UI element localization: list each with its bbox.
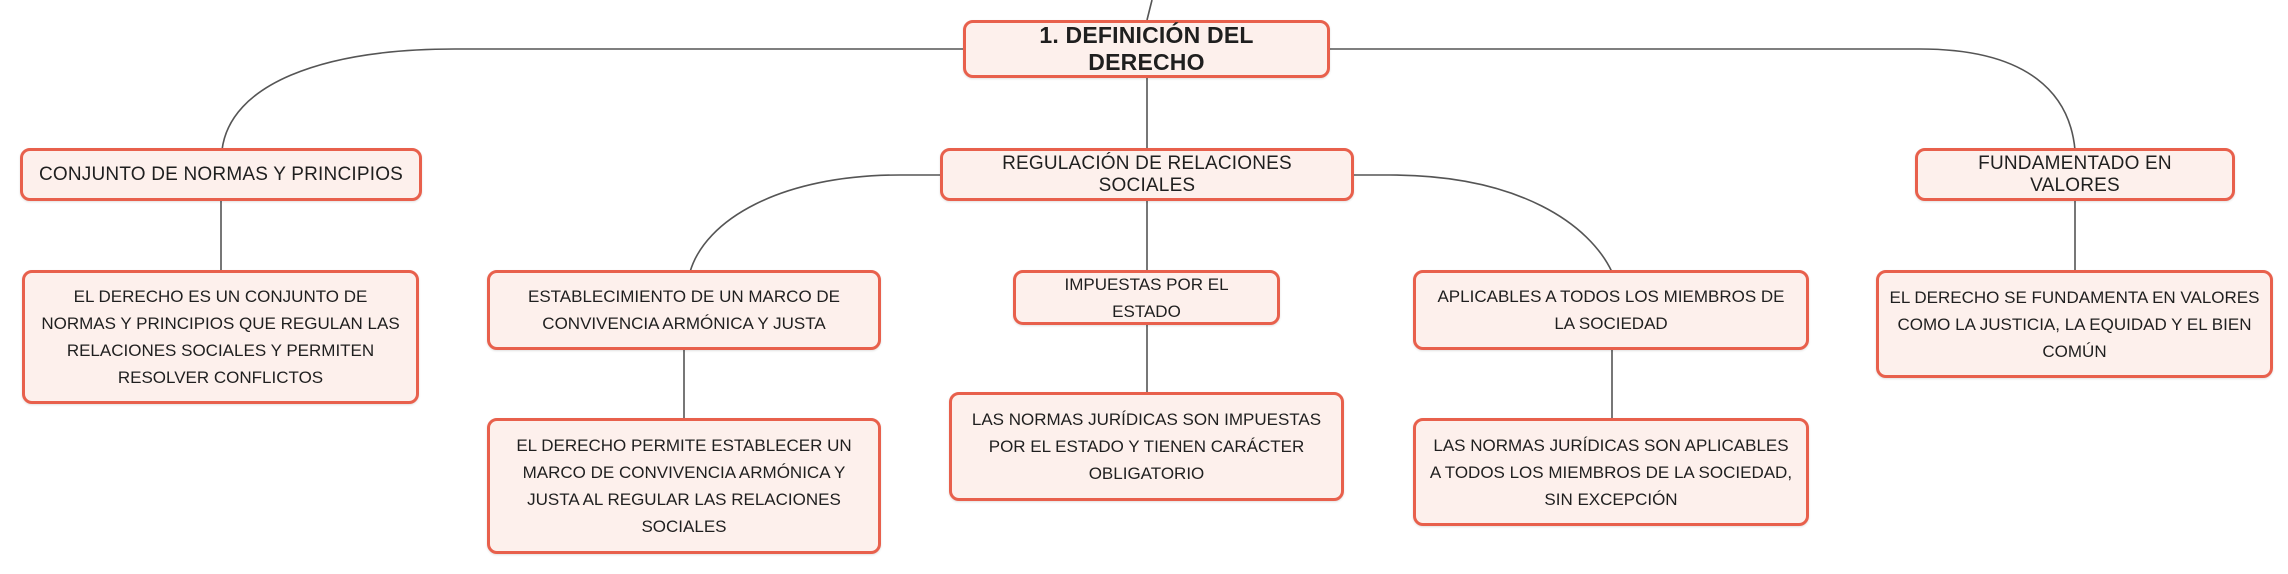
connector-incoming	[1146, 0, 1153, 21]
detail-text: EL DERECHO PERMITE ESTABLECER UN MARCO D…	[516, 436, 852, 536]
sub-label: APLICABLES A TODOS LOS MIEMBROS DE LA SO…	[1437, 287, 1785, 333]
branch-conjunto-node[interactable]: CONJUNTO DE NORMAS Y PRINCIPIOS	[20, 148, 422, 201]
detail-fundamentado-node[interactable]: EL DERECHO SE FUNDAMENTA EN VALORES COMO…	[1876, 270, 2273, 378]
connector-root-to-conjunto	[221, 48, 963, 151]
branch-regulacion-node[interactable]: REGULACIÓN DE RELACIONES SOCIALES	[940, 148, 1354, 201]
detail-text: EL DERECHO ES UN CONJUNTO DE NORMAS Y PR…	[41, 287, 400, 387]
detail-aplicables-node[interactable]: LAS NORMAS JURÍDICAS SON APLICABLES A TO…	[1413, 418, 1809, 526]
detail-marco-node[interactable]: EL DERECHO PERMITE ESTABLECER UN MARCO D…	[487, 418, 881, 554]
root-label: 1. DEFINICIÓN DEL DERECHO	[1039, 22, 1254, 75]
detail-text: LAS NORMAS JURÍDICAS SON IMPUESTAS POR E…	[971, 410, 1322, 483]
connector-regulacion-to-marco	[689, 174, 940, 273]
sub-aplicables-node[interactable]: APLICABLES A TODOS LOS MIEMBROS DE LA SO…	[1413, 270, 1809, 350]
detail-text: EL DERECHO SE FUNDAMENTA EN VALORES COMO…	[1889, 287, 2260, 361]
sub-impuestas-node[interactable]: IMPUESTAS POR EL ESTADO	[1013, 270, 1280, 325]
detail-text: LAS NORMAS JURÍDICAS SON APLICABLES A TO…	[1429, 435, 1793, 509]
sub-marco-node[interactable]: ESTABLECIMIENTO DE UN MARCO DE CONVIVENC…	[487, 270, 881, 350]
root-node[interactable]: 1. DEFINICIÓN DEL DERECHO	[963, 20, 1330, 78]
connector-regulacion-to-aplicables	[1354, 174, 1613, 273]
branch-fundamentado-node[interactable]: FUNDAMENTADO EN VALORES	[1915, 148, 2235, 201]
detail-impuestas-node[interactable]: LAS NORMAS JURÍDICAS SON IMPUESTAS POR E…	[949, 392, 1344, 501]
sub-label: IMPUESTAS POR EL ESTADO	[1064, 274, 1229, 321]
branch-label: FUNDAMENTADO EN VALORES	[1978, 152, 2172, 196]
sub-label: ESTABLECIMIENTO DE UN MARCO DE CONVIVENC…	[527, 287, 841, 333]
detail-conjunto-node[interactable]: EL DERECHO ES UN CONJUNTO DE NORMAS Y PR…	[22, 270, 419, 404]
branch-label: REGULACIÓN DE RELACIONES SOCIALES	[1002, 152, 1292, 196]
branch-label: CONJUNTO DE NORMAS Y PRINCIPIOS	[38, 163, 404, 185]
connector-root-to-fundamentado	[1330, 48, 2076, 151]
